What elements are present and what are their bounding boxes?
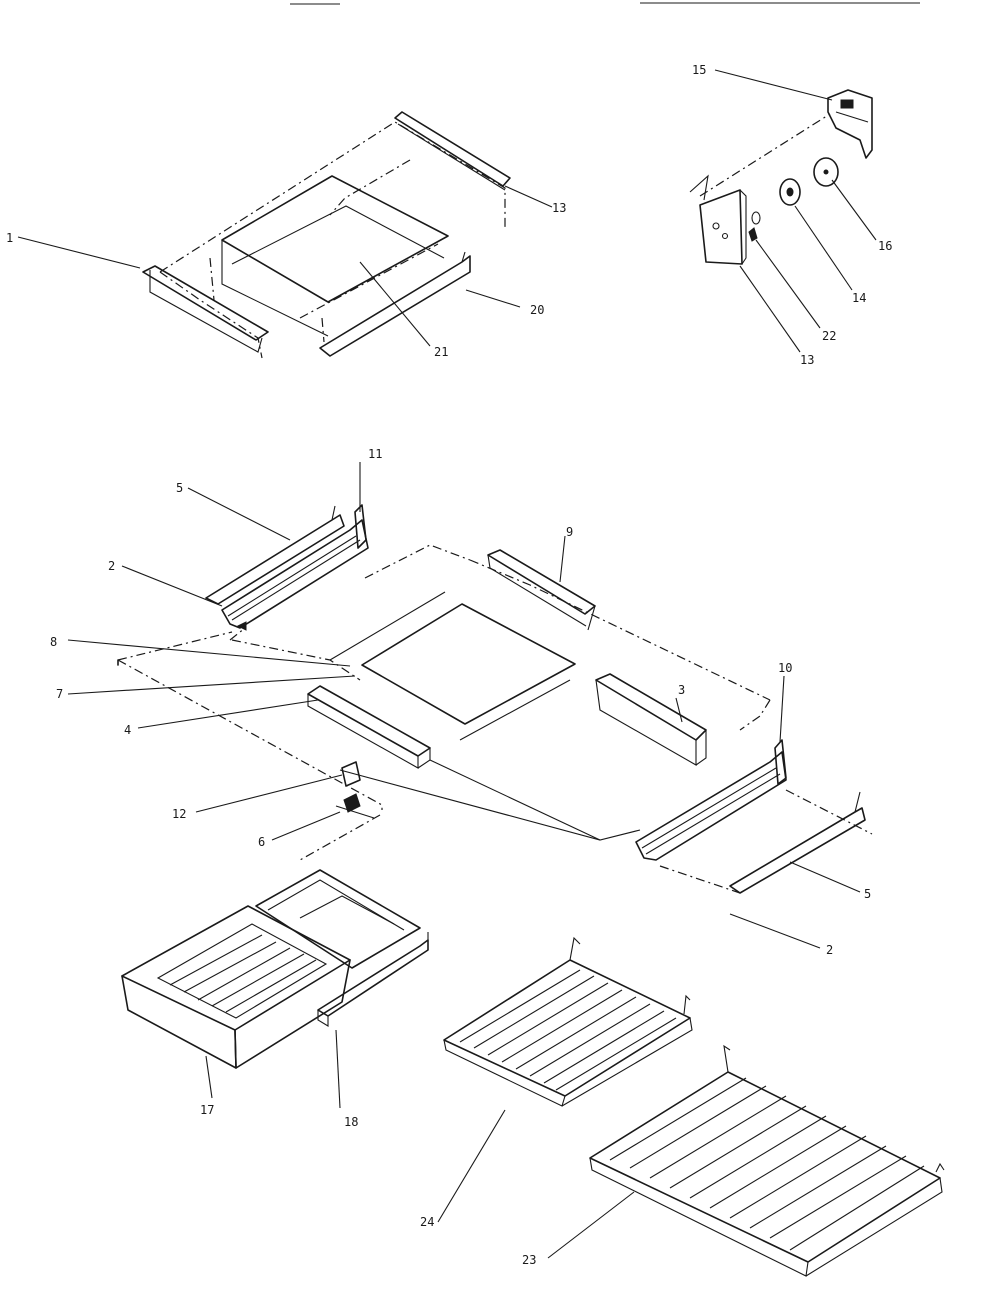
callout-1: 1 bbox=[6, 231, 13, 245]
callout-10: 10 bbox=[778, 661, 792, 675]
top-shelf-leaders bbox=[17, 185, 553, 347]
callout-2-right: 2 bbox=[826, 943, 833, 957]
callout-12: 12 bbox=[172, 807, 186, 821]
leader-23 bbox=[547, 1191, 635, 1259]
callout-23: 23 bbox=[522, 1253, 536, 1267]
callout-9: 9 bbox=[566, 525, 573, 539]
leader-24 bbox=[437, 1109, 506, 1223]
wire-shelf-23 bbox=[589, 1044, 945, 1277]
scan-edge-marks bbox=[290, 2, 920, 5]
callout-3: 3 bbox=[678, 683, 685, 697]
callout-15: 15 bbox=[692, 63, 706, 77]
crisper-drawer bbox=[121, 869, 429, 1069]
callout-5-right: 5 bbox=[864, 887, 871, 901]
callout-18: 18 bbox=[344, 1115, 358, 1129]
callout-14: 14 bbox=[852, 291, 866, 305]
callout-6: 6 bbox=[258, 835, 265, 849]
callout-24: 24 bbox=[420, 1215, 434, 1229]
hinge-assembly bbox=[689, 89, 873, 265]
callout-5-left: 5 bbox=[176, 481, 183, 495]
callout-8: 8 bbox=[50, 635, 57, 649]
callout-13-right: 13 bbox=[800, 353, 814, 367]
drawer-leaders bbox=[205, 1029, 341, 1109]
frame-leaders bbox=[67, 462, 861, 949]
callout-20: 20 bbox=[530, 303, 544, 317]
callout-4: 4 bbox=[124, 723, 131, 737]
frame-assembly bbox=[117, 504, 873, 894]
callout-11: 11 bbox=[368, 447, 382, 461]
callout-13-left: 13 bbox=[552, 201, 566, 215]
callout-22: 22 bbox=[822, 329, 836, 343]
callout-17: 17 bbox=[200, 1103, 214, 1117]
top-shelf-assembly bbox=[142, 111, 511, 359]
callout-2-left: 2 bbox=[108, 559, 115, 573]
callout-21: 21 bbox=[434, 345, 448, 359]
callout-16: 16 bbox=[878, 239, 892, 253]
callout-labels: 1 2 2 3 4 5 5 6 7 8 9 10 11 12 13 13 14 … bbox=[6, 63, 892, 1267]
callout-7: 7 bbox=[56, 687, 63, 701]
hinge-leaders bbox=[714, 69, 877, 353]
wire-shelf-24 bbox=[443, 936, 693, 1107]
